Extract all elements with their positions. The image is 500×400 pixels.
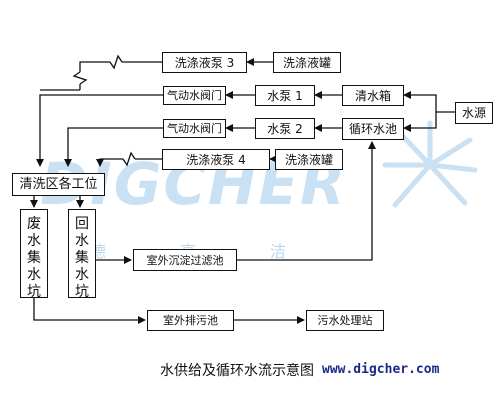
- pneumatic-valve-2-box: 气动水阀门: [163, 119, 226, 138]
- sewage-treatment-station-box: 污水处理站: [306, 310, 384, 331]
- return-pit-char: 坑: [75, 284, 89, 300]
- return-pit-char: 水: [75, 233, 89, 249]
- waste-pit-char: 水: [27, 233, 41, 249]
- return-pit-char: 集: [75, 250, 89, 266]
- pneumatic-valve-1-box: 气动水阀门: [163, 86, 226, 105]
- diagram-caption: 水供给及循环水流示意图: [160, 363, 314, 379]
- detergent-tank-bottom-box: 洗涤液罐: [275, 149, 343, 170]
- waste-pit-char: 废: [27, 216, 41, 232]
- waste-pit-char: 集: [27, 250, 41, 266]
- outdoor-sewage-pool-box: 室外排污池: [147, 310, 234, 331]
- water-pump-1-box: 水泵 1: [255, 85, 315, 106]
- water-pump-2-box: 水泵 2: [255, 118, 315, 139]
- outdoor-settling-filter-box: 室外沉淀过滤池: [133, 249, 237, 271]
- clean-water-tank-box: 清水箱: [342, 85, 404, 106]
- return-pit-char: 水: [75, 267, 89, 283]
- return-pit-char: 回: [75, 216, 89, 232]
- waste-pit-char: 坑: [27, 284, 41, 300]
- circulating-pool-box: 循环水池: [342, 118, 404, 140]
- return-collection-pit-box: 回 水 集 水 坑: [68, 209, 96, 300]
- detergent-pump-4-box: 洗涤液泵 4: [162, 149, 270, 170]
- water-source-box: 水源: [455, 102, 493, 124]
- waste-collection-pit-box: 废 水 集 水 坑: [20, 209, 48, 300]
- website-url: www.digcher.com: [322, 362, 440, 377]
- cleaning-stations-box: 清洗区各工位: [12, 173, 105, 196]
- waste-pit-char: 水: [27, 267, 41, 283]
- watermark-cn-3: 洁: [270, 242, 287, 261]
- detergent-pump-3-box: 洗涤液泵 3: [162, 52, 247, 73]
- detergent-tank-top-box: 洗涤液罐: [273, 52, 341, 73]
